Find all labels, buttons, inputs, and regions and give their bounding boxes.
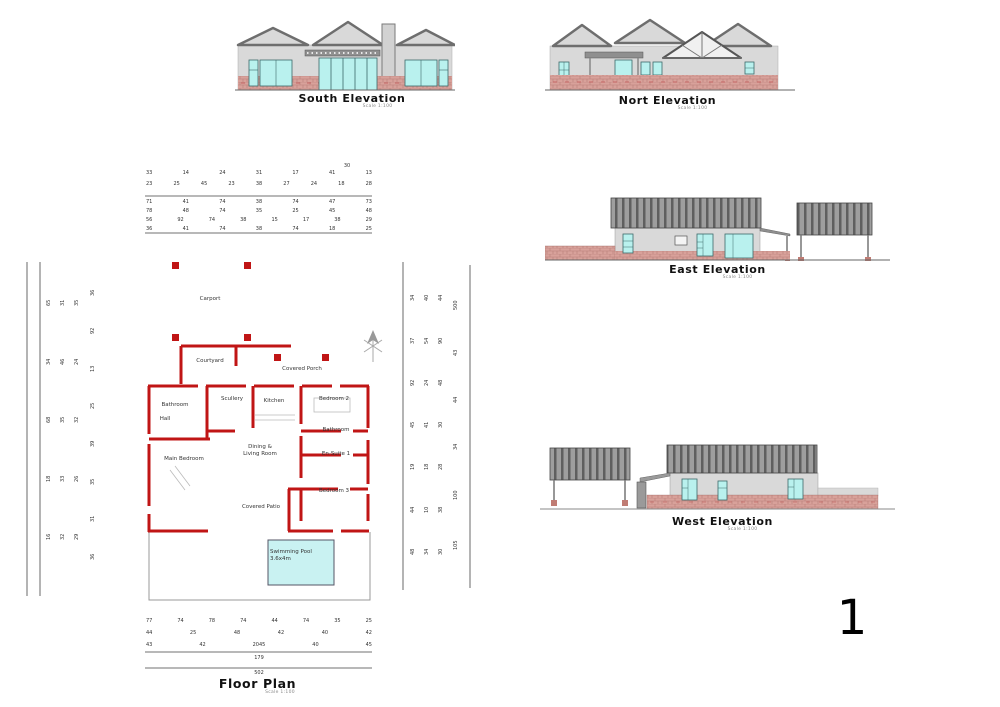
east-elevation-title: East Elevation	[669, 263, 766, 276]
room-label-hall: Hall	[159, 416, 171, 422]
room-label-covered-porch: Covered Porch	[282, 366, 322, 372]
dim-bottom-row: 502	[254, 670, 264, 676]
room-label-en-suite: En-Suite 1	[321, 451, 351, 457]
room-label-courtyard: Courtyard	[196, 358, 224, 364]
south-elevation-title: South Elevation	[298, 92, 406, 105]
east-elevation-drawing	[545, 197, 890, 261]
room-label-bathroom-right: Bathroom	[322, 427, 350, 433]
room-label-bedroom-2: Bedroom 2	[318, 396, 350, 402]
west-elevation-scale: Scale 1:100	[727, 527, 758, 532]
dim-bottom-row: 179	[254, 655, 264, 661]
west-elevation-title: West Elevation	[672, 515, 773, 528]
south-elevation-drawing	[235, 20, 455, 91]
room-label-carport: Carport	[199, 296, 221, 302]
room-label-main-bedroom: Main Bedroom	[164, 456, 204, 462]
floor-plan-title: Floor Plan	[218, 676, 297, 691]
room-label-scullery: Scullery	[221, 396, 243, 402]
floor-plan-scale: Scale 1:100	[265, 690, 295, 695]
room-label-covered-patio: Covered Patio	[241, 504, 281, 510]
north-elevation-scale: Scale 1:100	[677, 106, 708, 111]
room-label-kitchen: Kitchen	[263, 398, 285, 404]
sheet-number: 1	[836, 590, 868, 646]
west-elevation-drawing	[540, 444, 895, 510]
east-elevation-scale: Scale 1:100	[722, 275, 753, 280]
dim-top-overall: 30	[343, 163, 351, 169]
room-label-bedroom-3: Bedroom 3	[318, 488, 350, 494]
room-label-bathroom-left: Bathroom	[161, 402, 189, 408]
north-elevation-drawing	[545, 18, 795, 91]
south-elevation-scale: Scale 1:100	[362, 104, 393, 109]
north-arrow-icon	[363, 330, 383, 362]
room-label-swimming-pool: Swimming Pool 3.6x4m	[270, 549, 312, 562]
north-elevation-title: Nort Elevation	[618, 94, 717, 107]
room-label-dining-living: Dining & Living Room	[243, 444, 277, 457]
